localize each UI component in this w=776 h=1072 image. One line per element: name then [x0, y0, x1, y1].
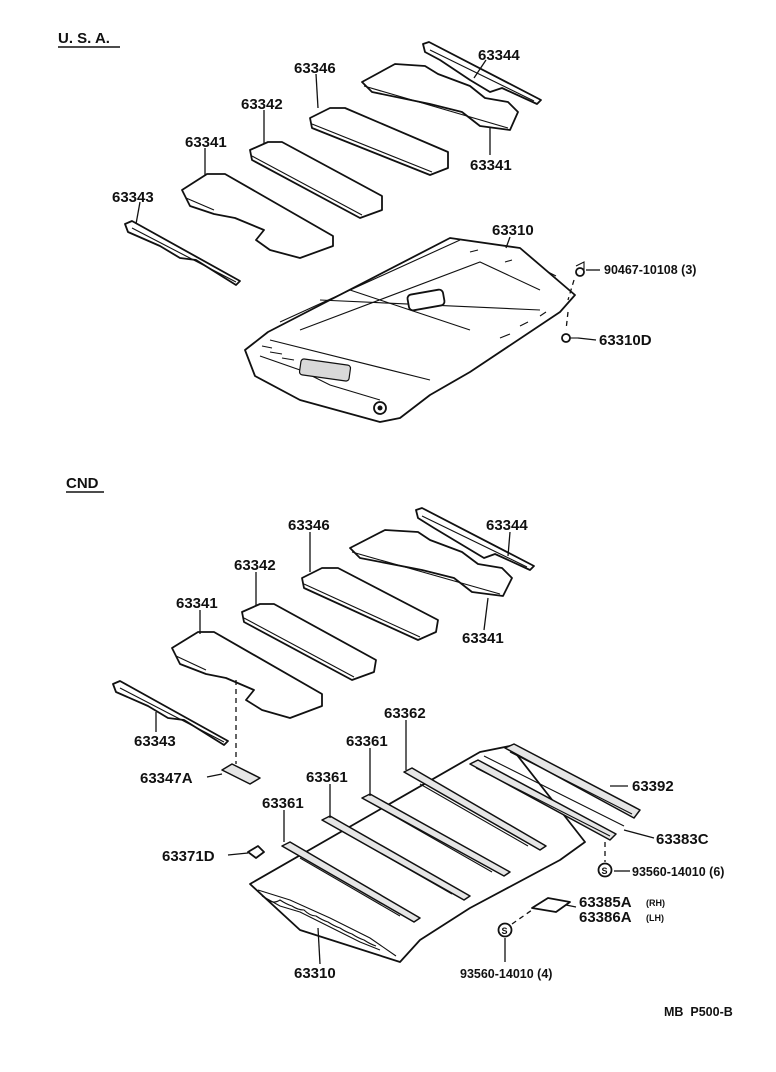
usa-label-63346: 63346: [294, 60, 336, 77]
cnd-label-63362: 63362: [384, 705, 426, 722]
cnd-part-63392: [504, 743, 641, 819]
usa-clip-90467: [575, 261, 585, 277]
cnd-label-63342: 63342: [234, 557, 276, 574]
usa-label-63310D: 63310D: [599, 332, 652, 349]
cnd-part-63341: [171, 631, 323, 719]
cnd-screw-s-1-label: S: [602, 866, 608, 876]
cnd-part-63346: [301, 567, 439, 641]
footer-code: MB P500-B: [664, 1005, 733, 1019]
cnd-label-63343: 63343: [134, 733, 176, 750]
usa-label-63341-left: 63341: [185, 134, 227, 151]
cnd-label-63346: 63346: [288, 517, 330, 534]
cnd-label-63385A-note: (RH): [646, 898, 665, 908]
cnd-label-63341-right: 63341: [462, 630, 504, 647]
cnd-label-63383C: 63383C: [656, 831, 709, 848]
cnd-part-63344: [415, 507, 535, 571]
cnd-label-63361-b: 63361: [306, 769, 348, 786]
usa-label-63310: 63310: [492, 222, 534, 239]
cnd-label-63344: 63344: [486, 517, 528, 534]
cnd-label-93560-4: 93560-14010 (4): [460, 967, 552, 981]
cnd-label-63341-left: 63341: [176, 595, 218, 612]
usa-part-63346: [309, 107, 449, 176]
cnd-label-63361-a: 63361: [346, 733, 388, 750]
cnd-part-63371D: [247, 845, 265, 859]
cnd-screw-s-1: [597, 862, 613, 878]
cnd-screw-s-2: [497, 922, 513, 938]
usa-part-63310-headliner: [244, 237, 576, 423]
cnd-part-63344-panel: [349, 529, 513, 597]
usa-part-63344-panel: [361, 63, 519, 131]
cnd-part-63385A: [531, 897, 571, 913]
cnd-label-63347A: 63347A: [140, 770, 193, 787]
cnd-label-63392: 63392: [632, 778, 674, 795]
usa-label-90467: 90467-10108 (3): [604, 263, 696, 277]
usa-label-63341-right: 63341: [470, 157, 512, 174]
cnd-label-63386A: 63386A: [579, 909, 632, 926]
usa-screw-63310D: [561, 333, 578, 343]
usa-part-63342: [249, 141, 383, 219]
usa-label-63342: 63342: [241, 96, 283, 113]
cnd-label-93560-6: 93560-14010 (6): [632, 865, 724, 879]
cnd-label-63371D: 63371D: [162, 848, 215, 865]
usa-label-63343: 63343: [112, 189, 154, 206]
section-title-cnd: CND: [66, 475, 99, 492]
cnd-part-63310-headliner: [249, 745, 586, 963]
usa-part-63341: [181, 173, 334, 259]
section-title-usa: U. S. A.: [58, 30, 110, 47]
cnd-part-63347A: [221, 763, 261, 785]
cnd-screw-s-2-label: S: [502, 926, 508, 936]
cnd-label-63385A: 63385A: [579, 894, 632, 911]
usa-part-63344: [422, 41, 542, 105]
usa-label-63344: 63344: [478, 47, 520, 64]
cnd-label-63386A-note: (LH): [646, 913, 664, 923]
cnd-roof-bows: [281, 767, 547, 923]
cnd-part-63342: [241, 603, 377, 681]
cnd-label-63310: 63310: [294, 965, 336, 982]
cnd-label-63361-c: 63361: [262, 795, 304, 812]
